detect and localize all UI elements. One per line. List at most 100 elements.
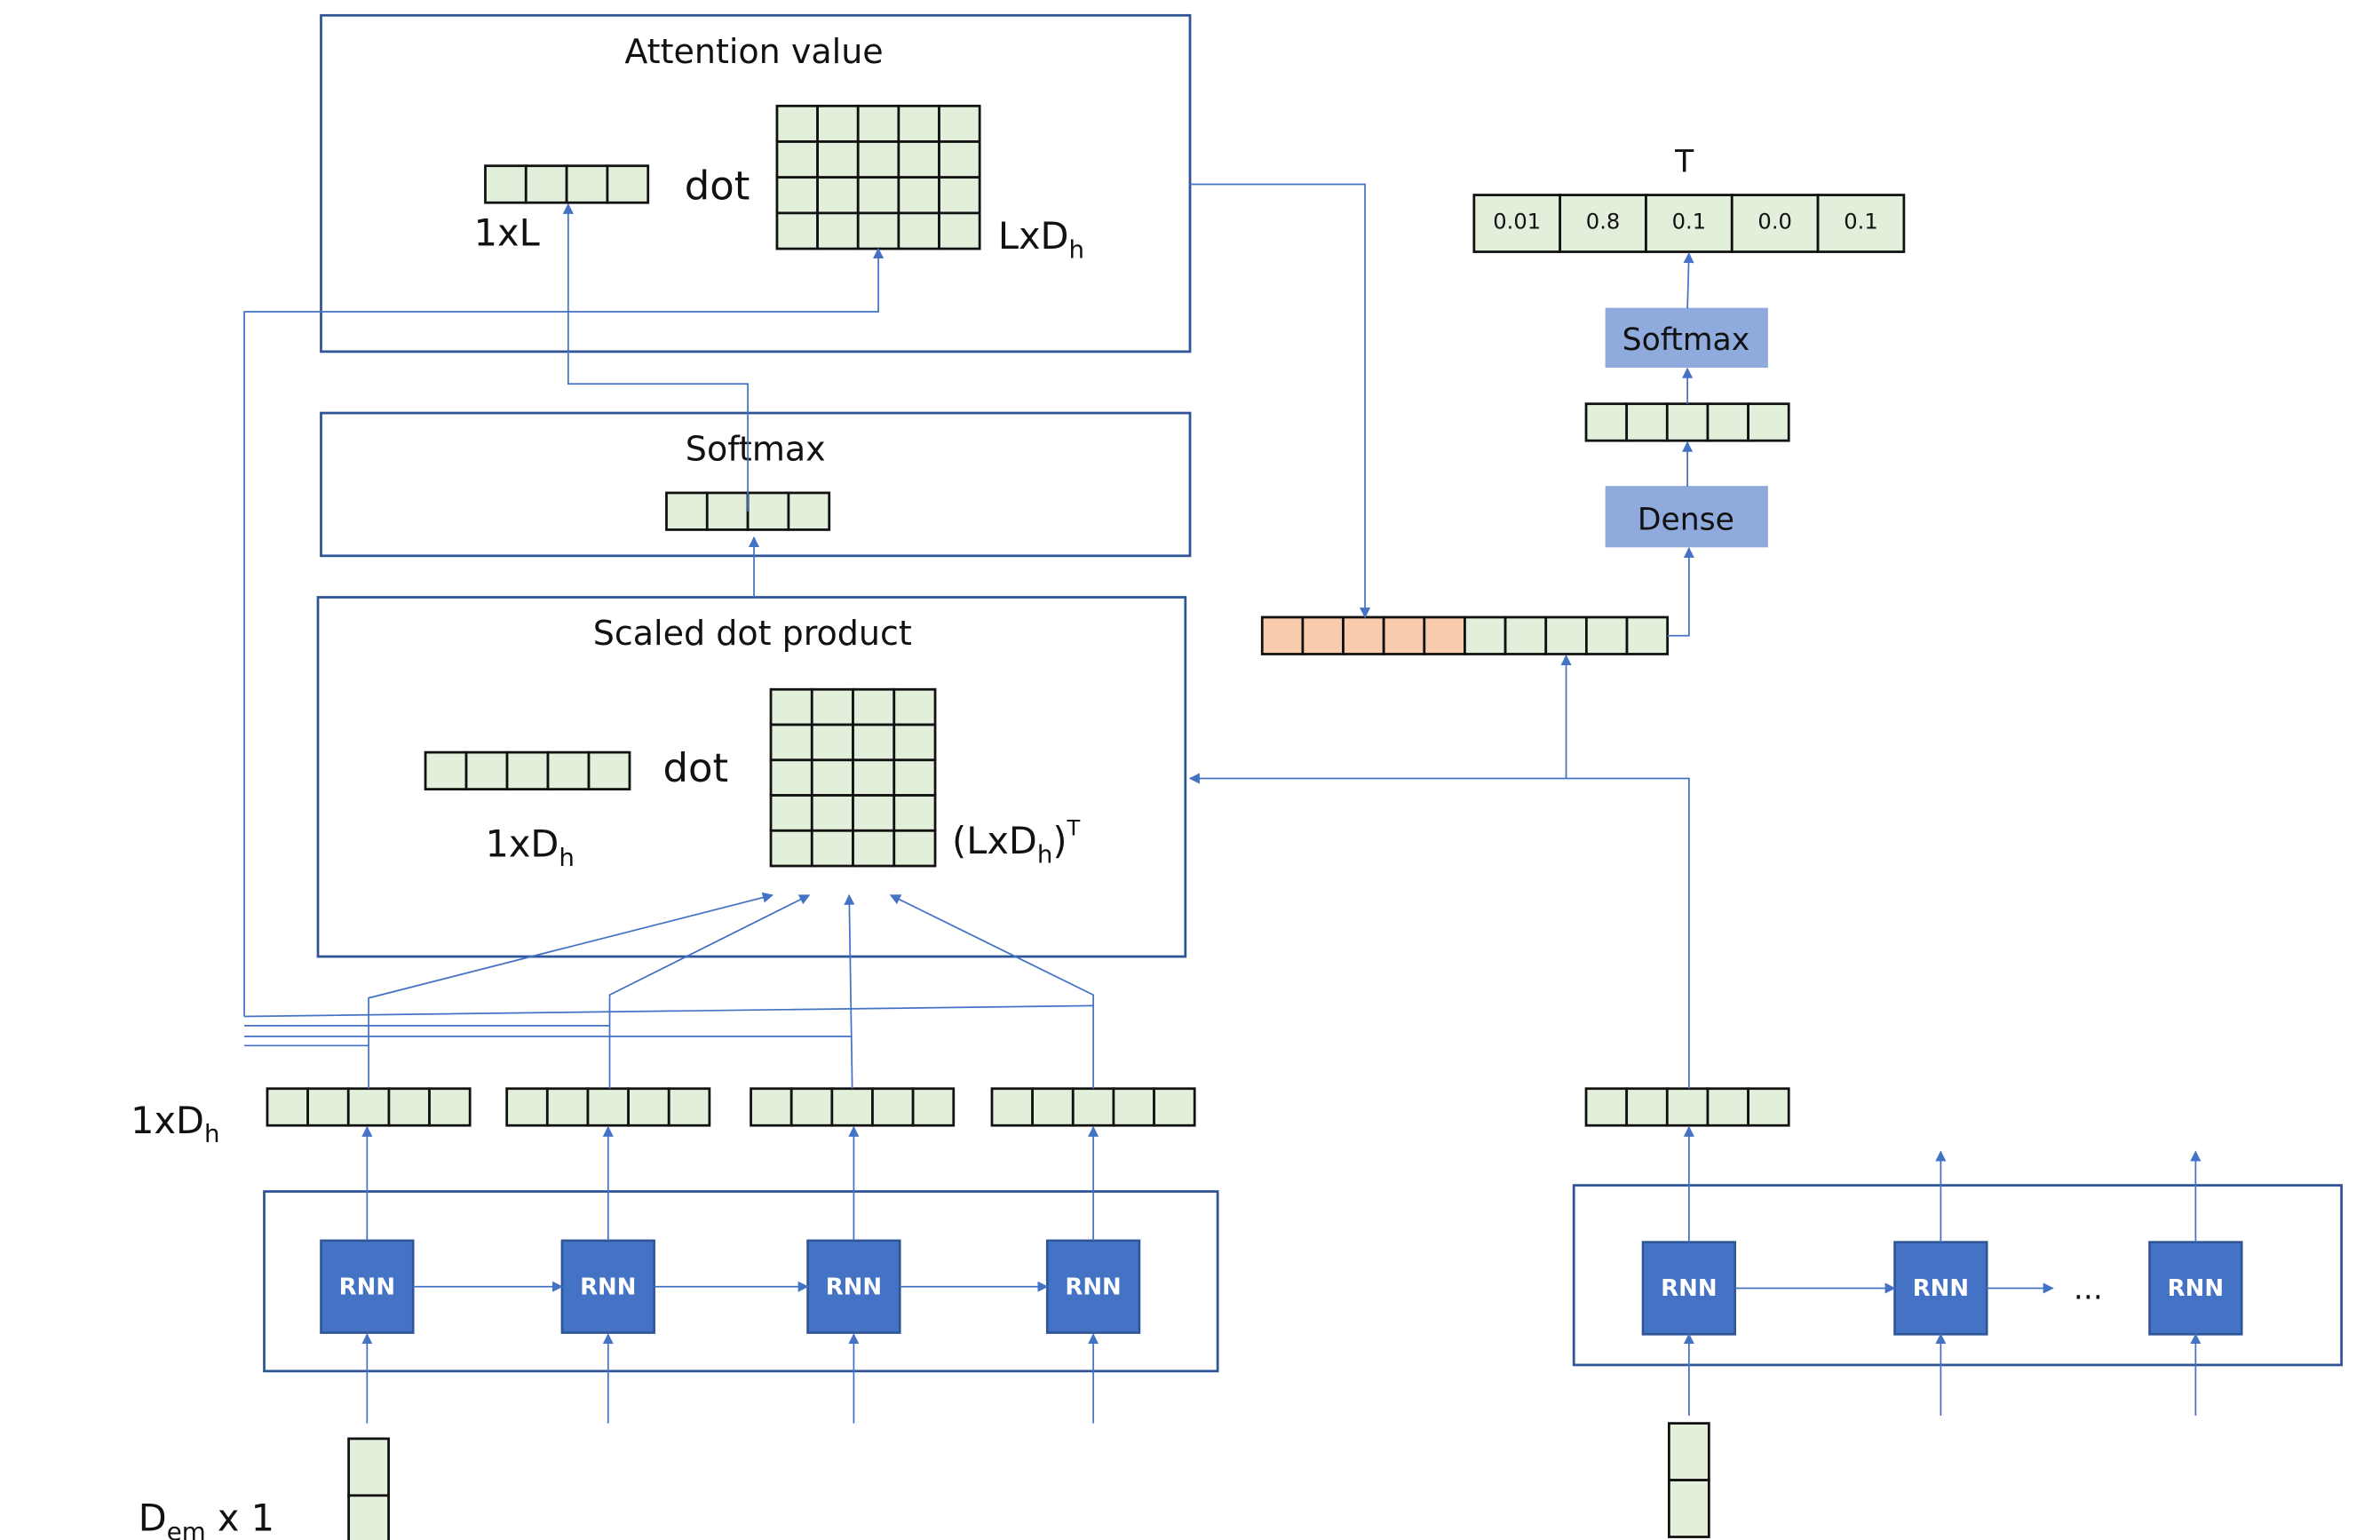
key-matrix-label: (LxDh)T bbox=[952, 815, 1081, 869]
matrix-cell bbox=[1031, 1087, 1075, 1127]
matrix-cell bbox=[787, 491, 831, 531]
matrix-cell bbox=[524, 164, 568, 204]
matrix-cell bbox=[705, 491, 750, 531]
decoder-softmax-label: Softmax bbox=[1622, 322, 1750, 358]
matrix-cell bbox=[938, 104, 981, 143]
scaled-dot-product-block: Scaled dot product dot 1xDh (LxDh)T bbox=[316, 596, 1187, 958]
matrix-cell bbox=[1112, 1087, 1155, 1127]
matrix-cell bbox=[856, 140, 900, 179]
decoder-input-vector bbox=[1668, 1422, 1710, 1538]
matrix-cell bbox=[667, 1087, 711, 1127]
matrix-cell bbox=[775, 176, 819, 215]
matrix-cell bbox=[1464, 615, 1507, 655]
matrix-cell bbox=[789, 1087, 834, 1127]
matrix-cell bbox=[1472, 194, 1562, 253]
matrix-cell bbox=[1301, 615, 1345, 655]
matrix-cell bbox=[938, 211, 981, 250]
rnn-cell-label: RNN bbox=[2168, 1275, 2224, 1302]
matrix-cell bbox=[856, 211, 900, 250]
matrix-cell bbox=[1423, 615, 1466, 655]
matrix-cell bbox=[1503, 615, 1548, 655]
matrix-cell bbox=[769, 687, 813, 726]
matrix-cell bbox=[892, 687, 937, 726]
matrix-cell bbox=[810, 758, 854, 797]
matrix-cell bbox=[769, 829, 813, 868]
output-label: T bbox=[1674, 145, 1694, 180]
query-vector bbox=[424, 750, 631, 790]
matrix-cell bbox=[387, 1087, 431, 1127]
scaled-title: Scaled dot product bbox=[593, 614, 912, 653]
matrix-cell bbox=[1544, 615, 1588, 655]
matrix-cell bbox=[775, 140, 819, 179]
attention-weight-vector bbox=[484, 164, 650, 204]
matrix-cell bbox=[665, 491, 709, 531]
matrix-cell bbox=[852, 687, 896, 726]
decoder-hidden-state bbox=[1584, 1087, 1790, 1127]
matrix-cell bbox=[816, 140, 860, 179]
rnn-cell-label: RNN bbox=[580, 1274, 636, 1300]
rnn-cell bbox=[2148, 1241, 2243, 1336]
matrix-cell bbox=[627, 1087, 670, 1127]
matrix-cell bbox=[816, 211, 860, 250]
matrix-cell bbox=[897, 211, 940, 250]
matrix-cell bbox=[852, 723, 896, 762]
matrix-cell bbox=[810, 794, 854, 832]
matrix-cell bbox=[852, 829, 896, 868]
attention-dot-label: dot bbox=[685, 163, 750, 210]
matrix-cell bbox=[769, 758, 813, 797]
matrix-cell bbox=[892, 758, 937, 797]
matrix-cell bbox=[1382, 615, 1426, 655]
matrix-cell bbox=[1747, 402, 1790, 442]
matrix-cell bbox=[852, 758, 896, 797]
matrix-cell bbox=[856, 104, 900, 143]
matrix-cell bbox=[1706, 1087, 1749, 1127]
output-probability: 0.1 bbox=[1844, 210, 1877, 234]
matrix-cell bbox=[266, 1087, 310, 1127]
matrix-cell bbox=[1342, 615, 1385, 655]
rnn-cell-label: RNN bbox=[339, 1274, 395, 1300]
matrix-cell bbox=[938, 176, 981, 215]
value-matrix-label: LxDh bbox=[998, 214, 1084, 264]
matrix-cell bbox=[892, 829, 937, 868]
matrix-cell bbox=[769, 723, 813, 762]
matrix-cell bbox=[816, 104, 860, 143]
dense-output-vector bbox=[1584, 402, 1790, 442]
matrix-cell bbox=[810, 829, 854, 868]
decoder-ellipsis: ... bbox=[2074, 1272, 2103, 1307]
matrix-cell bbox=[606, 164, 650, 204]
encoder-input-vector bbox=[347, 1437, 390, 1540]
matrix-cell bbox=[505, 750, 550, 790]
matrix-cell bbox=[746, 491, 790, 531]
matrix-cell bbox=[505, 1087, 549, 1127]
matrix-cell bbox=[830, 1087, 874, 1127]
matrix-cell bbox=[938, 140, 981, 179]
matrix-cell bbox=[1625, 402, 1669, 442]
matrix-cell bbox=[347, 1437, 390, 1497]
matrix-cell bbox=[897, 104, 940, 143]
encoder-hidden-states bbox=[266, 1087, 1196, 1127]
matrix-cell bbox=[1559, 194, 1647, 253]
matrix-cell bbox=[424, 750, 468, 790]
hidden-state-label: 1xDh bbox=[131, 1099, 219, 1148]
rnn-cell-label: RNN bbox=[826, 1274, 882, 1300]
matrix-cell bbox=[1071, 1087, 1115, 1127]
matrix-cell bbox=[1668, 1422, 1710, 1481]
decoder-frame bbox=[1572, 1184, 2343, 1367]
matrix-cell bbox=[545, 1087, 590, 1127]
matrix-cell bbox=[546, 750, 591, 790]
matrix-cell bbox=[1584, 615, 1629, 655]
matrix-cell bbox=[1730, 194, 1820, 253]
matrix-cell bbox=[750, 1087, 793, 1127]
matrix-cell bbox=[856, 176, 900, 215]
rnn-cell bbox=[1045, 1239, 1141, 1334]
key-matrix bbox=[769, 687, 937, 868]
output-probability: 0.8 bbox=[1586, 210, 1620, 234]
matrix-cell bbox=[1645, 194, 1733, 253]
matrix-cell bbox=[1625, 615, 1670, 655]
concat-vector bbox=[1260, 615, 1670, 655]
matrix-cell bbox=[810, 687, 854, 726]
